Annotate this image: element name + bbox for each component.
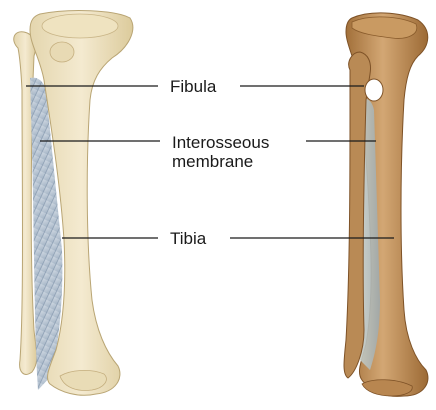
interosseous-label-line2: membrane — [172, 152, 269, 171]
interosseous-membrane-label: Interosseous membrane — [172, 133, 269, 171]
left-bones — [14, 11, 133, 396]
fibula-label: Fibula — [170, 77, 216, 96]
interosseous-label-line1: Interosseous — [172, 133, 269, 152]
right-bones — [344, 13, 428, 396]
tibia-label: Tibia — [170, 229, 206, 248]
